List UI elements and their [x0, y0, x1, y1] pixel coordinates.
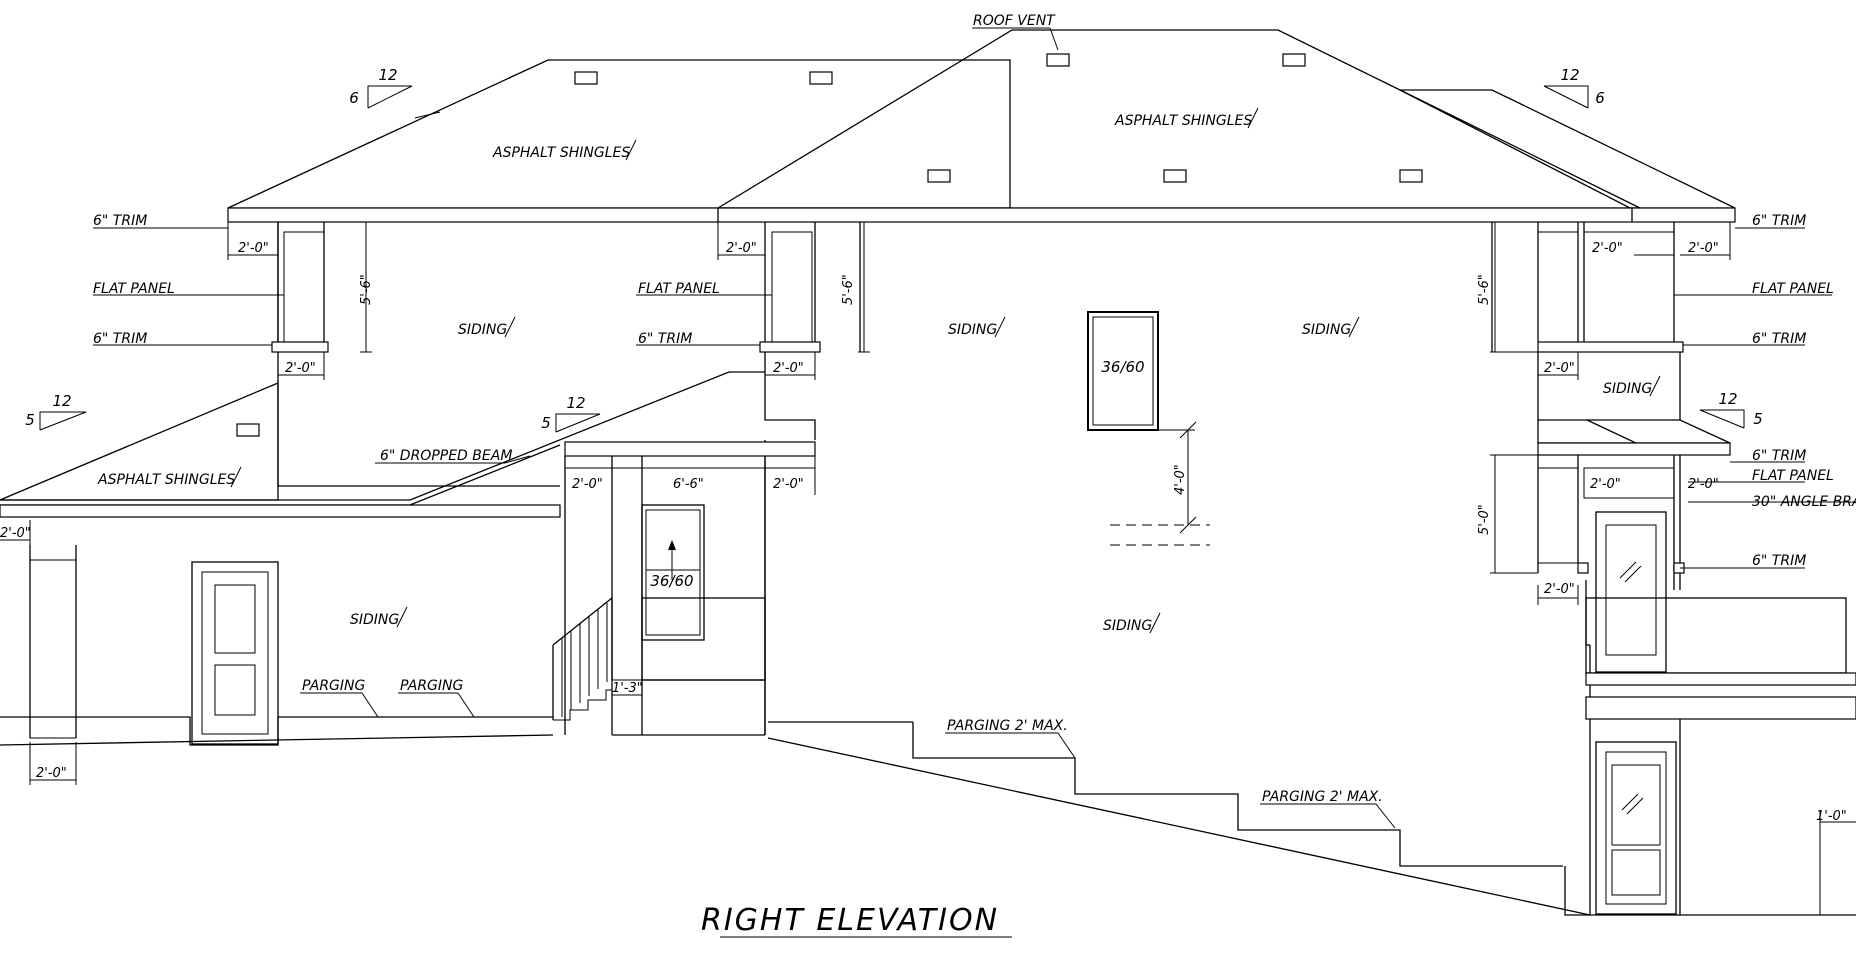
dim-2-0: 2'-0"	[1544, 582, 1575, 597]
dim-2-0: 2'-0"	[1544, 361, 1575, 376]
leader-lines	[93, 27, 1856, 829]
label-parging: PARGING	[400, 678, 464, 694]
dim-4-0-center: 4'-0"	[1110, 421, 1210, 546]
label-siding: SIDING	[458, 322, 507, 338]
label-dropped-beam: 6" DROPPED BEAM	[380, 448, 512, 464]
porch-fascia	[564, 441, 816, 457]
right-upper-roof	[1399, 89, 1736, 209]
roof-vent	[574, 71, 598, 85]
label-asphalt-shingles: ASPHALT SHINGLES	[97, 472, 235, 488]
dim-4-0: 4'-0"	[1173, 464, 1188, 495]
roof-vent	[236, 423, 260, 437]
flat-panel-column-left	[283, 231, 325, 343]
label-siding: SIDING	[1302, 322, 1351, 338]
label-siding: SIDING	[1103, 618, 1152, 634]
roof-vent	[1163, 169, 1187, 183]
pitch-symbols: 6 12 6 12 5 12 5 12 5 12	[25, 66, 1763, 433]
drawing-title: RIGHT ELEVATION	[701, 903, 1012, 938]
roof-vents	[236, 53, 1423, 437]
pitch-rise: 5	[1753, 410, 1763, 428]
pitch-rise: 5	[541, 414, 551, 432]
right-deck	[1537, 419, 1856, 915]
label-parging-max: PARGING 2' MAX.	[1262, 789, 1383, 805]
dim-2-0: 2'-0"	[1688, 477, 1719, 492]
label-flat-panel: FLAT PANEL	[93, 281, 175, 297]
label-trim: 6" TRIM	[1752, 553, 1806, 569]
stone-column-porch	[611, 467, 643, 681]
pitch-run: 12	[1560, 66, 1579, 84]
left-upper-roof	[227, 59, 1011, 209]
pitch-run: 12	[378, 66, 397, 84]
main-roofs	[227, 29, 1736, 223]
label-siding: SIDING	[350, 612, 399, 628]
label-roof-vent: ROOF VENT	[973, 13, 1056, 29]
label-flat-panel: FLAT PANEL	[1752, 281, 1834, 297]
label-flat-panel: FLAT PANEL	[1752, 468, 1834, 484]
right-lower-roof	[1537, 419, 1731, 444]
pitch-rise: 6	[349, 89, 359, 107]
flat-panel-column-right-a	[1537, 231, 1579, 343]
dim-2-0: 2'-0"	[36, 766, 67, 781]
window-label: 36/60	[1101, 358, 1144, 376]
label-parging-max: PARGING 2' MAX.	[947, 718, 1068, 734]
dim-2-0: 2'-0"	[0, 526, 31, 541]
label-trim: 6" TRIM	[1752, 213, 1806, 229]
title-text: RIGHT ELEVATION	[701, 903, 999, 938]
lower-left-wing	[0, 371, 765, 746]
label-parging: PARGING	[302, 678, 366, 694]
label-angle-bracket: 30" ANGLE BRA	[1752, 494, 1856, 510]
dim-2-0: 2'-0"	[773, 361, 804, 376]
window-label: 36/60	[650, 572, 693, 590]
upper-columns	[271, 222, 1684, 420]
dim-5-0: 5'-0"	[1477, 504, 1492, 535]
dim-2-0: 2'-0"	[726, 241, 757, 256]
main-walls	[277, 222, 1856, 916]
label-siding: SIDING	[1603, 381, 1652, 397]
pitch-run: 12	[566, 394, 585, 412]
dim-2-0: 2'-0"	[1688, 241, 1719, 256]
main-fascia	[227, 207, 1736, 223]
dim-1-3: 1'-3"	[612, 681, 643, 696]
window-36-60-upper: 36/60	[1087, 311, 1159, 431]
dim-5-6: 5'-6"	[841, 274, 856, 305]
stone-column-left	[29, 559, 77, 739]
pitch-rise: 5	[25, 411, 35, 429]
dim-2-0: 2'-0"	[285, 361, 316, 376]
dimension-lines	[0, 221, 1856, 915]
dim-2-0: 2'-0"	[1590, 477, 1621, 492]
label-trim: 6" TRIM	[638, 331, 692, 347]
pitch-run: 12	[52, 392, 71, 410]
dim-2-0: 2'-0"	[238, 241, 269, 256]
dim-2-0: 2'-0"	[773, 477, 804, 492]
door-left	[191, 561, 279, 745]
dim-6-6: 6'-6"	[673, 477, 704, 492]
callout-labels: ROOF VENT ASPHALT SHINGLES ASPHALT SHING…	[93, 13, 1856, 805]
roof-vent	[1046, 53, 1070, 67]
dimension-labels: 2'-0" 2'-0" 2'-0" 2'-0" 2'-0" 2'-0" 2'-0…	[0, 241, 1847, 824]
label-trim: 6" TRIM	[1752, 448, 1806, 464]
roof-vent	[1282, 53, 1306, 67]
label-trim: 6" TRIM	[93, 213, 147, 229]
label-trim: 6" TRIM	[93, 331, 147, 347]
label-asphalt-shingles: ASPHALT SHINGLES	[492, 145, 630, 161]
pitch-run: 12	[1718, 390, 1737, 408]
flat-panel-column-center	[771, 231, 813, 343]
dim-5-6: 5'-6"	[1477, 274, 1492, 305]
dim-2-0: 2'-0"	[1592, 241, 1623, 256]
roof-vent	[927, 169, 951, 183]
pitch-rise: 6	[1595, 89, 1605, 107]
dim-2-0: 2'-0"	[572, 477, 603, 492]
label-trim: 6" TRIM	[1752, 331, 1806, 347]
dim-5-6: 5'-6"	[359, 274, 374, 305]
label-flat-panel: FLAT PANEL	[638, 281, 720, 297]
label-asphalt-shingles: ASPHALT SHINGLES	[1114, 113, 1252, 129]
roof-vent	[809, 71, 833, 85]
dim-1-0: 1'-0"	[1816, 809, 1847, 824]
label-siding: SIDING	[948, 322, 997, 338]
porch: 36/60	[552, 441, 816, 736]
roof-vent	[1399, 169, 1423, 183]
